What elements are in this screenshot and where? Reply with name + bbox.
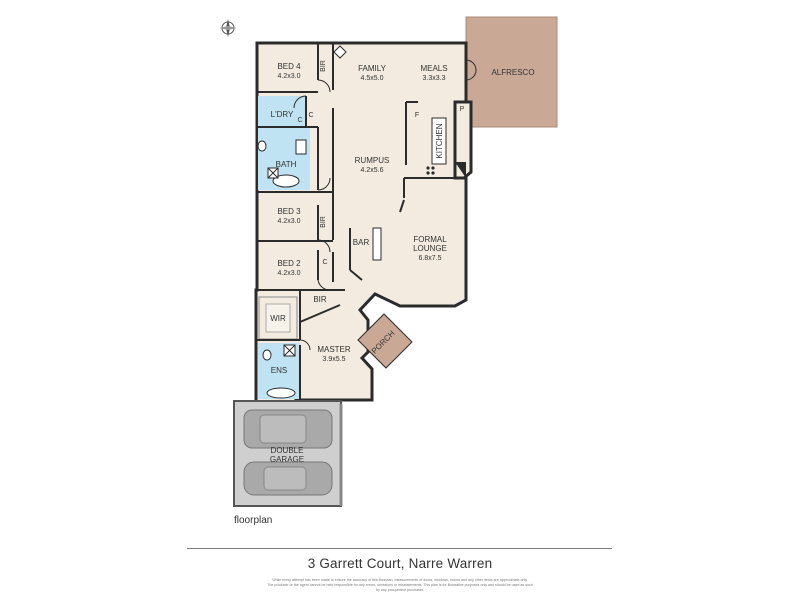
compass-icon xyxy=(219,19,237,37)
room-label-alfresco: ALFRESCO xyxy=(491,68,534,77)
kitchen-bench xyxy=(431,117,447,165)
room-dim-meals: 3.3x3.3 xyxy=(423,75,446,82)
laundry-area xyxy=(258,96,306,126)
room-dim-bed2: 4.2x3.0 xyxy=(278,270,301,277)
room-label-meals: MEALS xyxy=(420,64,447,73)
label-f-fridge: F xyxy=(415,112,419,119)
kitchen-bump xyxy=(453,100,473,180)
room-label-kitchen: KITCHEN xyxy=(435,123,444,158)
disclaimer-line-1: While every attempt has been made to ens… xyxy=(272,578,528,582)
room-label-bed4: BED 4 xyxy=(277,62,301,71)
fridge-corner xyxy=(455,162,466,178)
room-dim-bed3: 4.2x3.0 xyxy=(278,218,301,225)
label-c-bed2: C xyxy=(322,259,327,266)
cooktop-icon xyxy=(426,166,435,175)
room-label-laundry: L'DRY xyxy=(271,110,294,119)
room-label-bath: BATH xyxy=(276,160,297,169)
room-label-bed3: BED 3 xyxy=(277,207,301,216)
label-c-laundry: C xyxy=(297,117,302,124)
room-label-rumpus: RUMPUS xyxy=(355,156,390,165)
disclaimer-line-3: by any prospective purchaser. xyxy=(376,588,424,592)
room-label-family: FAMILY xyxy=(358,64,387,73)
room-label-double: DOUBLE xyxy=(271,446,304,455)
room-label-ensuite: ENS xyxy=(271,366,287,375)
room-label-master: MASTER xyxy=(317,345,351,354)
bathroom-fixtures xyxy=(257,139,307,399)
label-bir-bed3: BIR xyxy=(320,216,327,228)
room-dim-rumpus: 4.2x5.6 xyxy=(361,167,384,174)
label-p-pantry: P xyxy=(460,106,465,113)
room-dim-master: 3.9x5.5 xyxy=(323,356,346,363)
wir-inner xyxy=(265,303,291,333)
bar-bench xyxy=(372,227,382,261)
room-label-bar: BAR xyxy=(353,238,370,247)
door-swings xyxy=(293,59,477,351)
interior-walls xyxy=(257,43,466,400)
room-dim-family: 4.5x5.0 xyxy=(361,75,384,82)
label-c-hall: C xyxy=(308,112,313,119)
room-label-lounge: LOUNGE xyxy=(413,244,447,253)
divider xyxy=(187,548,612,549)
caption: floorplan xyxy=(234,515,273,526)
disclaimer-line-2: The producer or the agent cannot be held… xyxy=(267,583,533,587)
fireplace-icon xyxy=(333,45,347,59)
room-dim-bed4: 4.2x3.0 xyxy=(278,73,301,80)
room-label-garage: GARAGE xyxy=(270,455,304,464)
porch-area xyxy=(357,313,413,369)
room-label-wir: WIR xyxy=(270,314,286,323)
room-label-formal: FORMAL xyxy=(413,235,447,244)
label-bir-master: BIR xyxy=(313,295,327,304)
property-address: 3 Garrett Court, Narre Warren xyxy=(307,556,493,571)
room-dim-formal-lounge: 6.8x7.5 xyxy=(419,255,442,262)
label-bir-bed4: BIR xyxy=(320,60,327,72)
car-icon xyxy=(243,409,333,496)
room-label-bed2: BED 2 xyxy=(277,259,301,268)
